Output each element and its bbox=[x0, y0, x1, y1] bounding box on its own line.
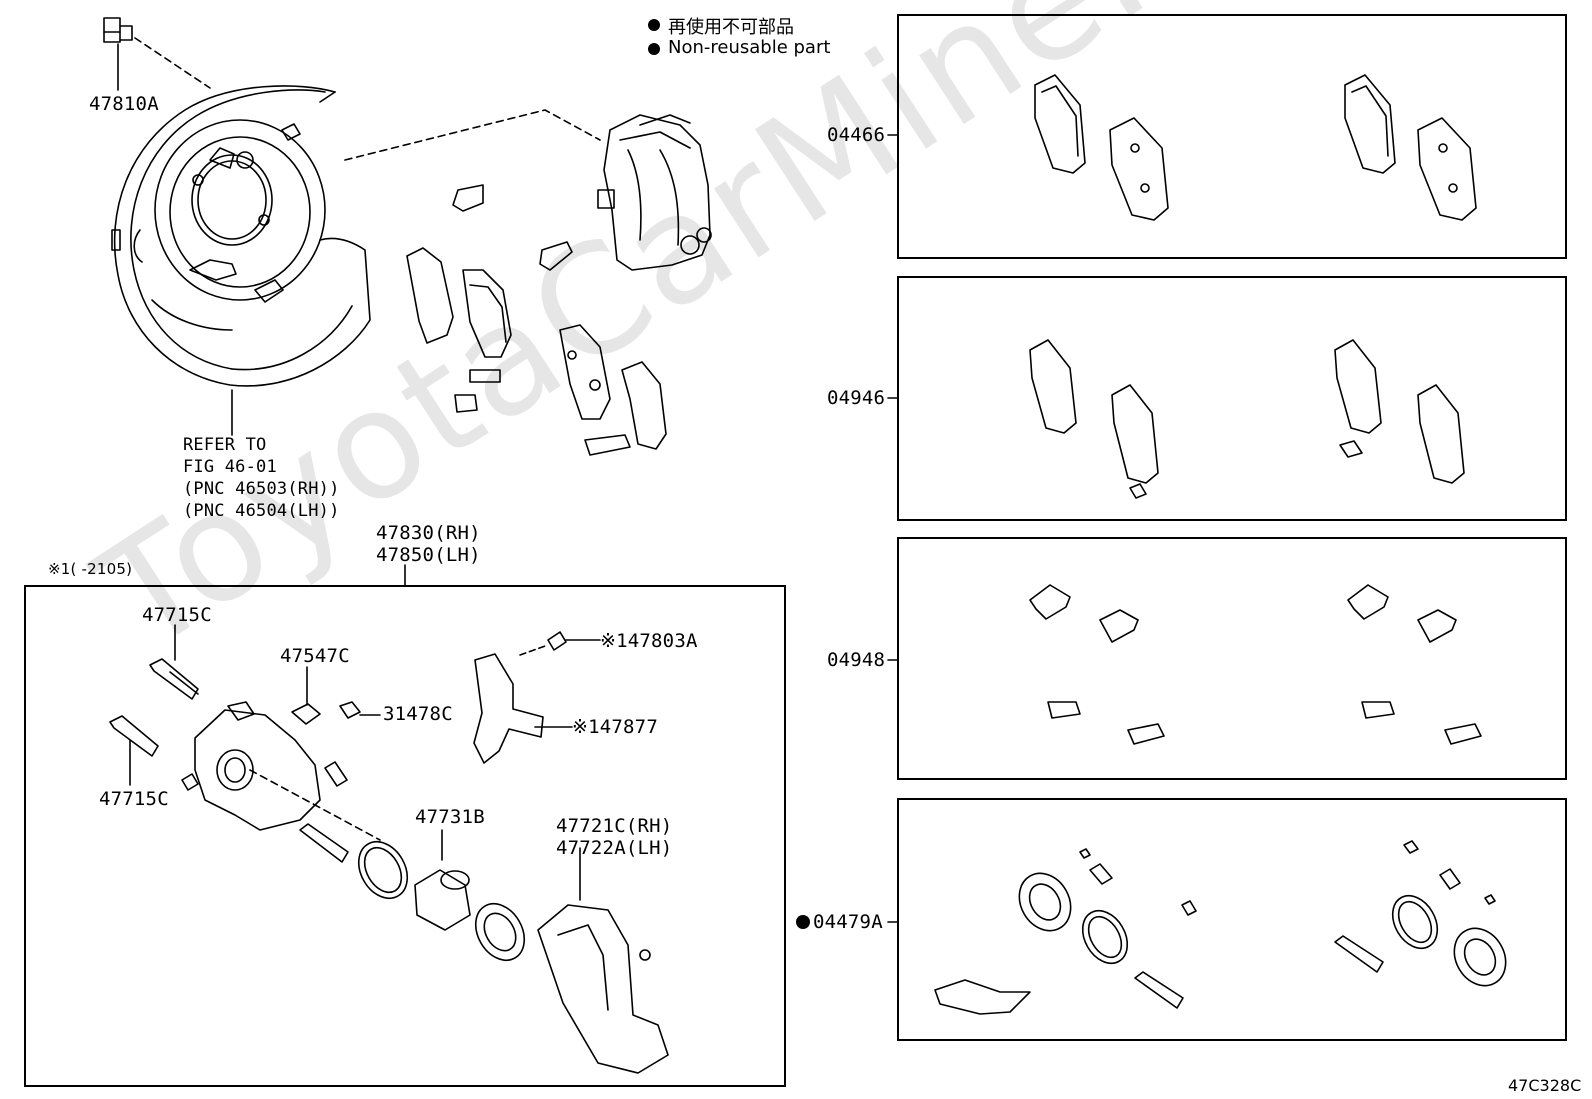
kit-04466-drawing bbox=[1034, 74, 1477, 221]
part-label-47715C-lower[interactable]: 47715C bbox=[99, 788, 169, 810]
part-label-47731B[interactable]: 47731B bbox=[415, 806, 485, 828]
kit-04948-drawing bbox=[1029, 584, 1482, 745]
part-label-47722A[interactable]: 47722A(LH) bbox=[556, 837, 673, 859]
bleeder-plug-47810A bbox=[103, 17, 133, 91]
kit-label-04948[interactable]: 04948 bbox=[827, 649, 886, 671]
pads-top-drawing bbox=[406, 184, 667, 456]
caliper-assembly-drawing bbox=[109, 624, 669, 1074]
refer-line-4: (PNC 46504(LH)) bbox=[183, 501, 340, 521]
part-label-47803A[interactable]: ※147803A bbox=[600, 630, 698, 652]
refer-line-1: REFER TO bbox=[183, 435, 267, 455]
kit-box-04946[interactable] bbox=[897, 276, 1567, 521]
part-label-47830[interactable]: 47830(RH) bbox=[376, 522, 481, 544]
part-label-47715C-upper[interactable]: 47715C bbox=[142, 604, 212, 626]
legend-en: Non-reusable part bbox=[668, 37, 831, 58]
kit-label-04466[interactable]: 04466 bbox=[827, 124, 886, 146]
kit-label-04479A[interactable]: 04479A bbox=[813, 911, 883, 933]
part-label-47877[interactable]: ※147877 bbox=[572, 716, 658, 738]
caliper-assembly-box bbox=[24, 585, 786, 1087]
refer-line-3: (PNC 46503(RH)) bbox=[183, 479, 340, 499]
part-label-47547C[interactable]: 47547C bbox=[280, 645, 350, 667]
part-label-47810A[interactable]: 47810A bbox=[89, 93, 159, 115]
kit-box-04948[interactable] bbox=[897, 537, 1567, 780]
refer-line-2: FIG 46-01 bbox=[183, 457, 277, 477]
kit-label-04946[interactable]: 04946 bbox=[827, 387, 886, 409]
part-label-47721C[interactable]: 47721C(RH) bbox=[556, 815, 673, 837]
kit-box-04479A[interactable] bbox=[897, 798, 1567, 1041]
legend-jp: 再使用不可部品 bbox=[668, 17, 794, 38]
note-2105: ※1( -2105) bbox=[48, 560, 133, 578]
figure-id: 47C328C bbox=[1508, 1076, 1582, 1095]
kit-04946-drawing bbox=[1029, 339, 1465, 499]
dust-shield-drawing bbox=[111, 85, 371, 387]
kit-04479A-drawing bbox=[934, 840, 1507, 1015]
part-label-47850[interactable]: 47850(LH) bbox=[376, 544, 481, 566]
part-label-31478C[interactable]: 31478C bbox=[383, 703, 453, 725]
caliper-top-drawing bbox=[597, 114, 712, 271]
kit-box-04466[interactable] bbox=[897, 14, 1567, 259]
